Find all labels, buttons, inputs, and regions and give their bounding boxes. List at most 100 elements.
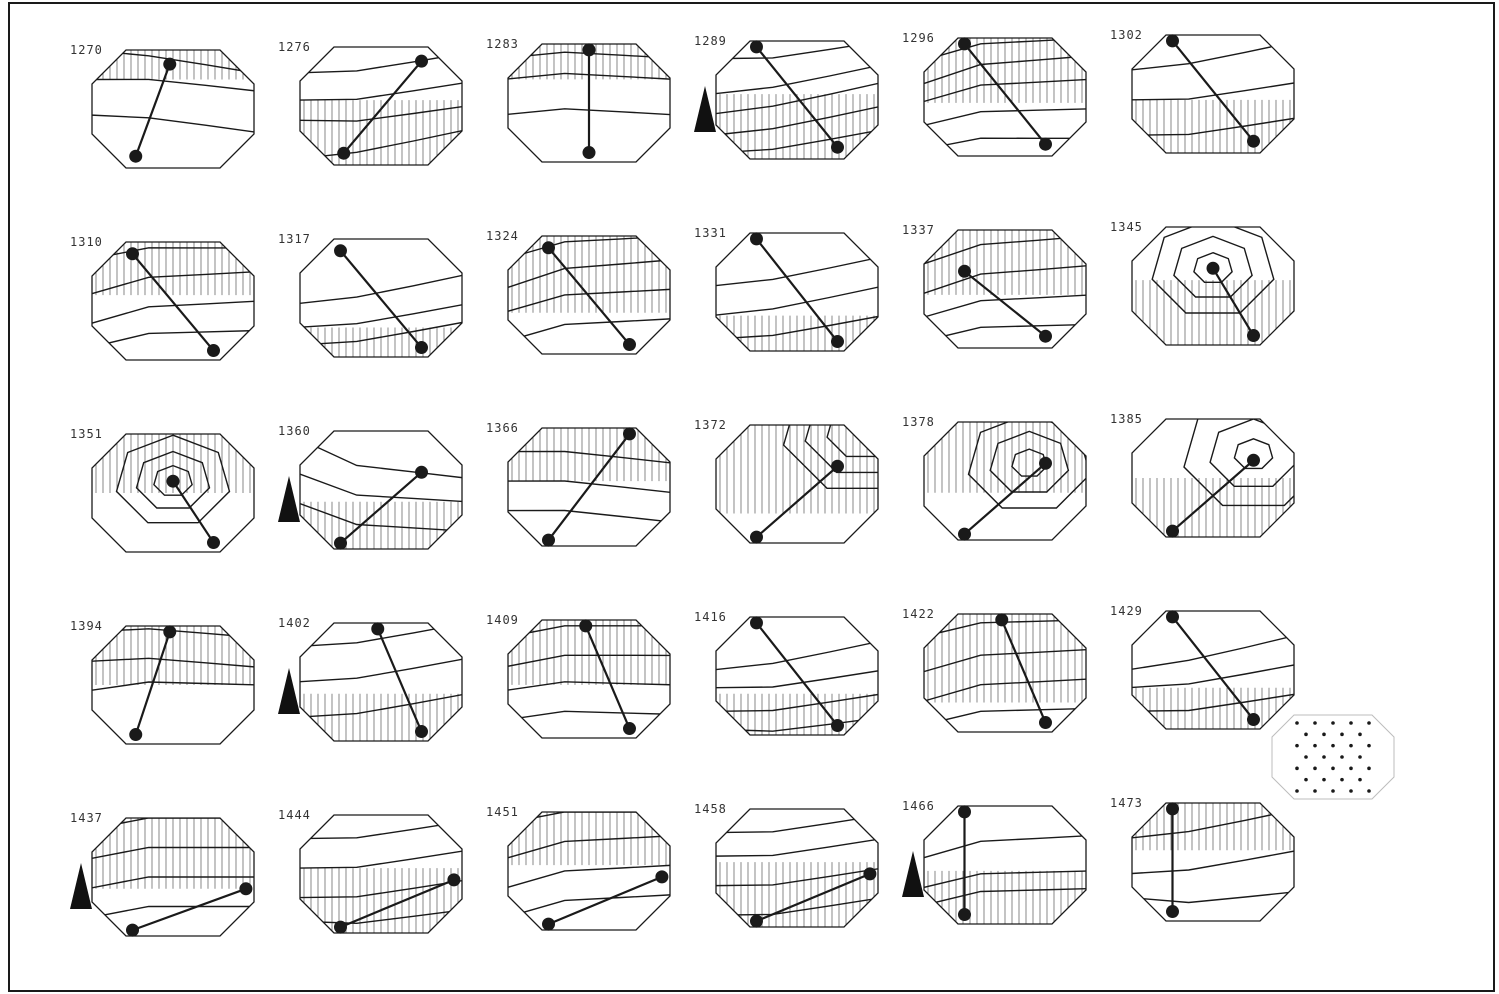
electrode-dot	[1367, 721, 1371, 725]
extrema-line	[133, 889, 246, 930]
panel-label: 1409	[486, 613, 519, 627]
panel-label: 1394	[70, 619, 103, 633]
hatch-region	[720, 94, 874, 159]
panel-label: 1270	[70, 43, 103, 57]
maximum-dot	[1207, 262, 1220, 275]
minimum-dot	[1247, 135, 1260, 148]
panel-label: 1302	[1110, 28, 1143, 42]
panel-label: 1317	[278, 232, 311, 246]
maximum-dot	[415, 55, 428, 68]
maximum-dot	[1039, 457, 1052, 470]
electrode-dot	[1331, 767, 1335, 771]
map-panel-1416: 1416	[694, 610, 883, 735]
minimum-dot	[583, 146, 596, 159]
maximum-dot	[750, 40, 763, 53]
minimum-dot	[542, 918, 555, 931]
maximum-dot	[542, 241, 555, 254]
maximum-dot	[831, 460, 844, 473]
maximum-dot	[1247, 454, 1260, 467]
minimum-dot	[337, 147, 350, 160]
panel-label: 1451	[486, 805, 519, 819]
minimum-dot	[623, 338, 636, 351]
maximum-dot	[579, 619, 592, 632]
hatch-region	[928, 422, 1082, 493]
minimum-dot	[129, 728, 142, 741]
maximum-dot	[447, 873, 460, 886]
panel-label: 1378	[902, 415, 935, 429]
electrode-dot	[1358, 755, 1362, 759]
minimum-dot	[958, 908, 971, 921]
panel-label: 1345	[1110, 220, 1143, 234]
minimum-dot	[1039, 716, 1052, 729]
minimum-dot	[334, 537, 347, 550]
maximum-dot	[167, 475, 180, 488]
map-panel-1337: 1337	[902, 223, 1091, 348]
electrode-dot	[1295, 721, 1299, 725]
minimum-dot	[750, 531, 763, 544]
minimum-dot	[126, 924, 139, 937]
map-panel-1402: 1402	[278, 616, 467, 741]
electrode-dot	[1304, 755, 1308, 759]
panel-label: 1402	[278, 616, 311, 630]
panel-label: 1372	[694, 418, 727, 432]
maximum-dot	[126, 247, 139, 260]
minimum-dot	[542, 534, 555, 547]
minimum-dot	[1247, 329, 1260, 342]
electrode-dot	[1349, 767, 1353, 771]
panel-label: 1444	[278, 808, 311, 822]
electrode-dot	[1340, 778, 1344, 782]
minimum-dot	[1247, 713, 1260, 726]
extrema-line	[378, 629, 422, 732]
panel-label: 1385	[1110, 412, 1143, 426]
map-panel-1302: 1302	[1110, 28, 1299, 153]
maximum-dot	[239, 882, 252, 895]
panel-label: 1337	[902, 223, 935, 237]
electrode-dot	[1367, 767, 1371, 771]
map-panel-1276: 1276	[278, 40, 467, 165]
maximum-dot	[1166, 34, 1179, 47]
panel-label: 1276	[278, 40, 311, 54]
panel-label: 1283	[486, 37, 519, 51]
maximum-dot	[371, 622, 384, 635]
map-panel-1289: 1289	[694, 34, 883, 159]
minimum-dot	[1039, 330, 1052, 343]
map-panel-1437: 1437	[70, 811, 259, 937]
maximum-dot	[995, 613, 1008, 626]
panel-label: 1466	[902, 799, 935, 813]
minimum-dot	[1166, 905, 1179, 918]
map-panel-1360: 1360	[278, 424, 467, 550]
maximum-dot	[415, 466, 428, 479]
map-panel-1458: 1458	[694, 802, 883, 928]
panel-label: 1351	[70, 427, 103, 441]
contour-lines	[1184, 398, 1323, 506]
map-panel-1345: 1345	[1110, 219, 1294, 345]
minimum-dot	[207, 344, 220, 357]
electrode-dot	[1367, 744, 1371, 748]
map-panel-1394: 1394	[70, 619, 259, 744]
maximum-dot	[655, 870, 668, 883]
maximum-dot	[958, 37, 971, 50]
map-panel-1317: 1317	[278, 232, 467, 357]
map-panel-1331: 1331	[694, 226, 883, 351]
map-panel-1270: 1270	[70, 43, 259, 168]
maximum-dot	[1166, 610, 1179, 623]
electrode-dot	[1313, 721, 1317, 725]
map-panel-1310: 1310	[70, 235, 259, 360]
panel-label: 1422	[902, 607, 935, 621]
electrode-dot	[1358, 778, 1362, 782]
panel-label: 1310	[70, 235, 103, 249]
hatch-region	[304, 328, 458, 358]
minimum-dot	[958, 528, 971, 541]
maximum-dot	[958, 805, 971, 818]
electrode-dot	[1295, 767, 1299, 771]
electrode-dot	[1322, 733, 1326, 737]
hatch-region	[512, 812, 666, 865]
map-panel-1466: 1466	[902, 799, 1091, 924]
electrode-dot	[1349, 789, 1353, 793]
minimum-dot	[750, 915, 763, 928]
hatch-region	[720, 862, 874, 927]
panel-label: 1296	[902, 31, 935, 45]
minimum-dot	[129, 150, 142, 163]
extrema-line	[1002, 620, 1046, 723]
